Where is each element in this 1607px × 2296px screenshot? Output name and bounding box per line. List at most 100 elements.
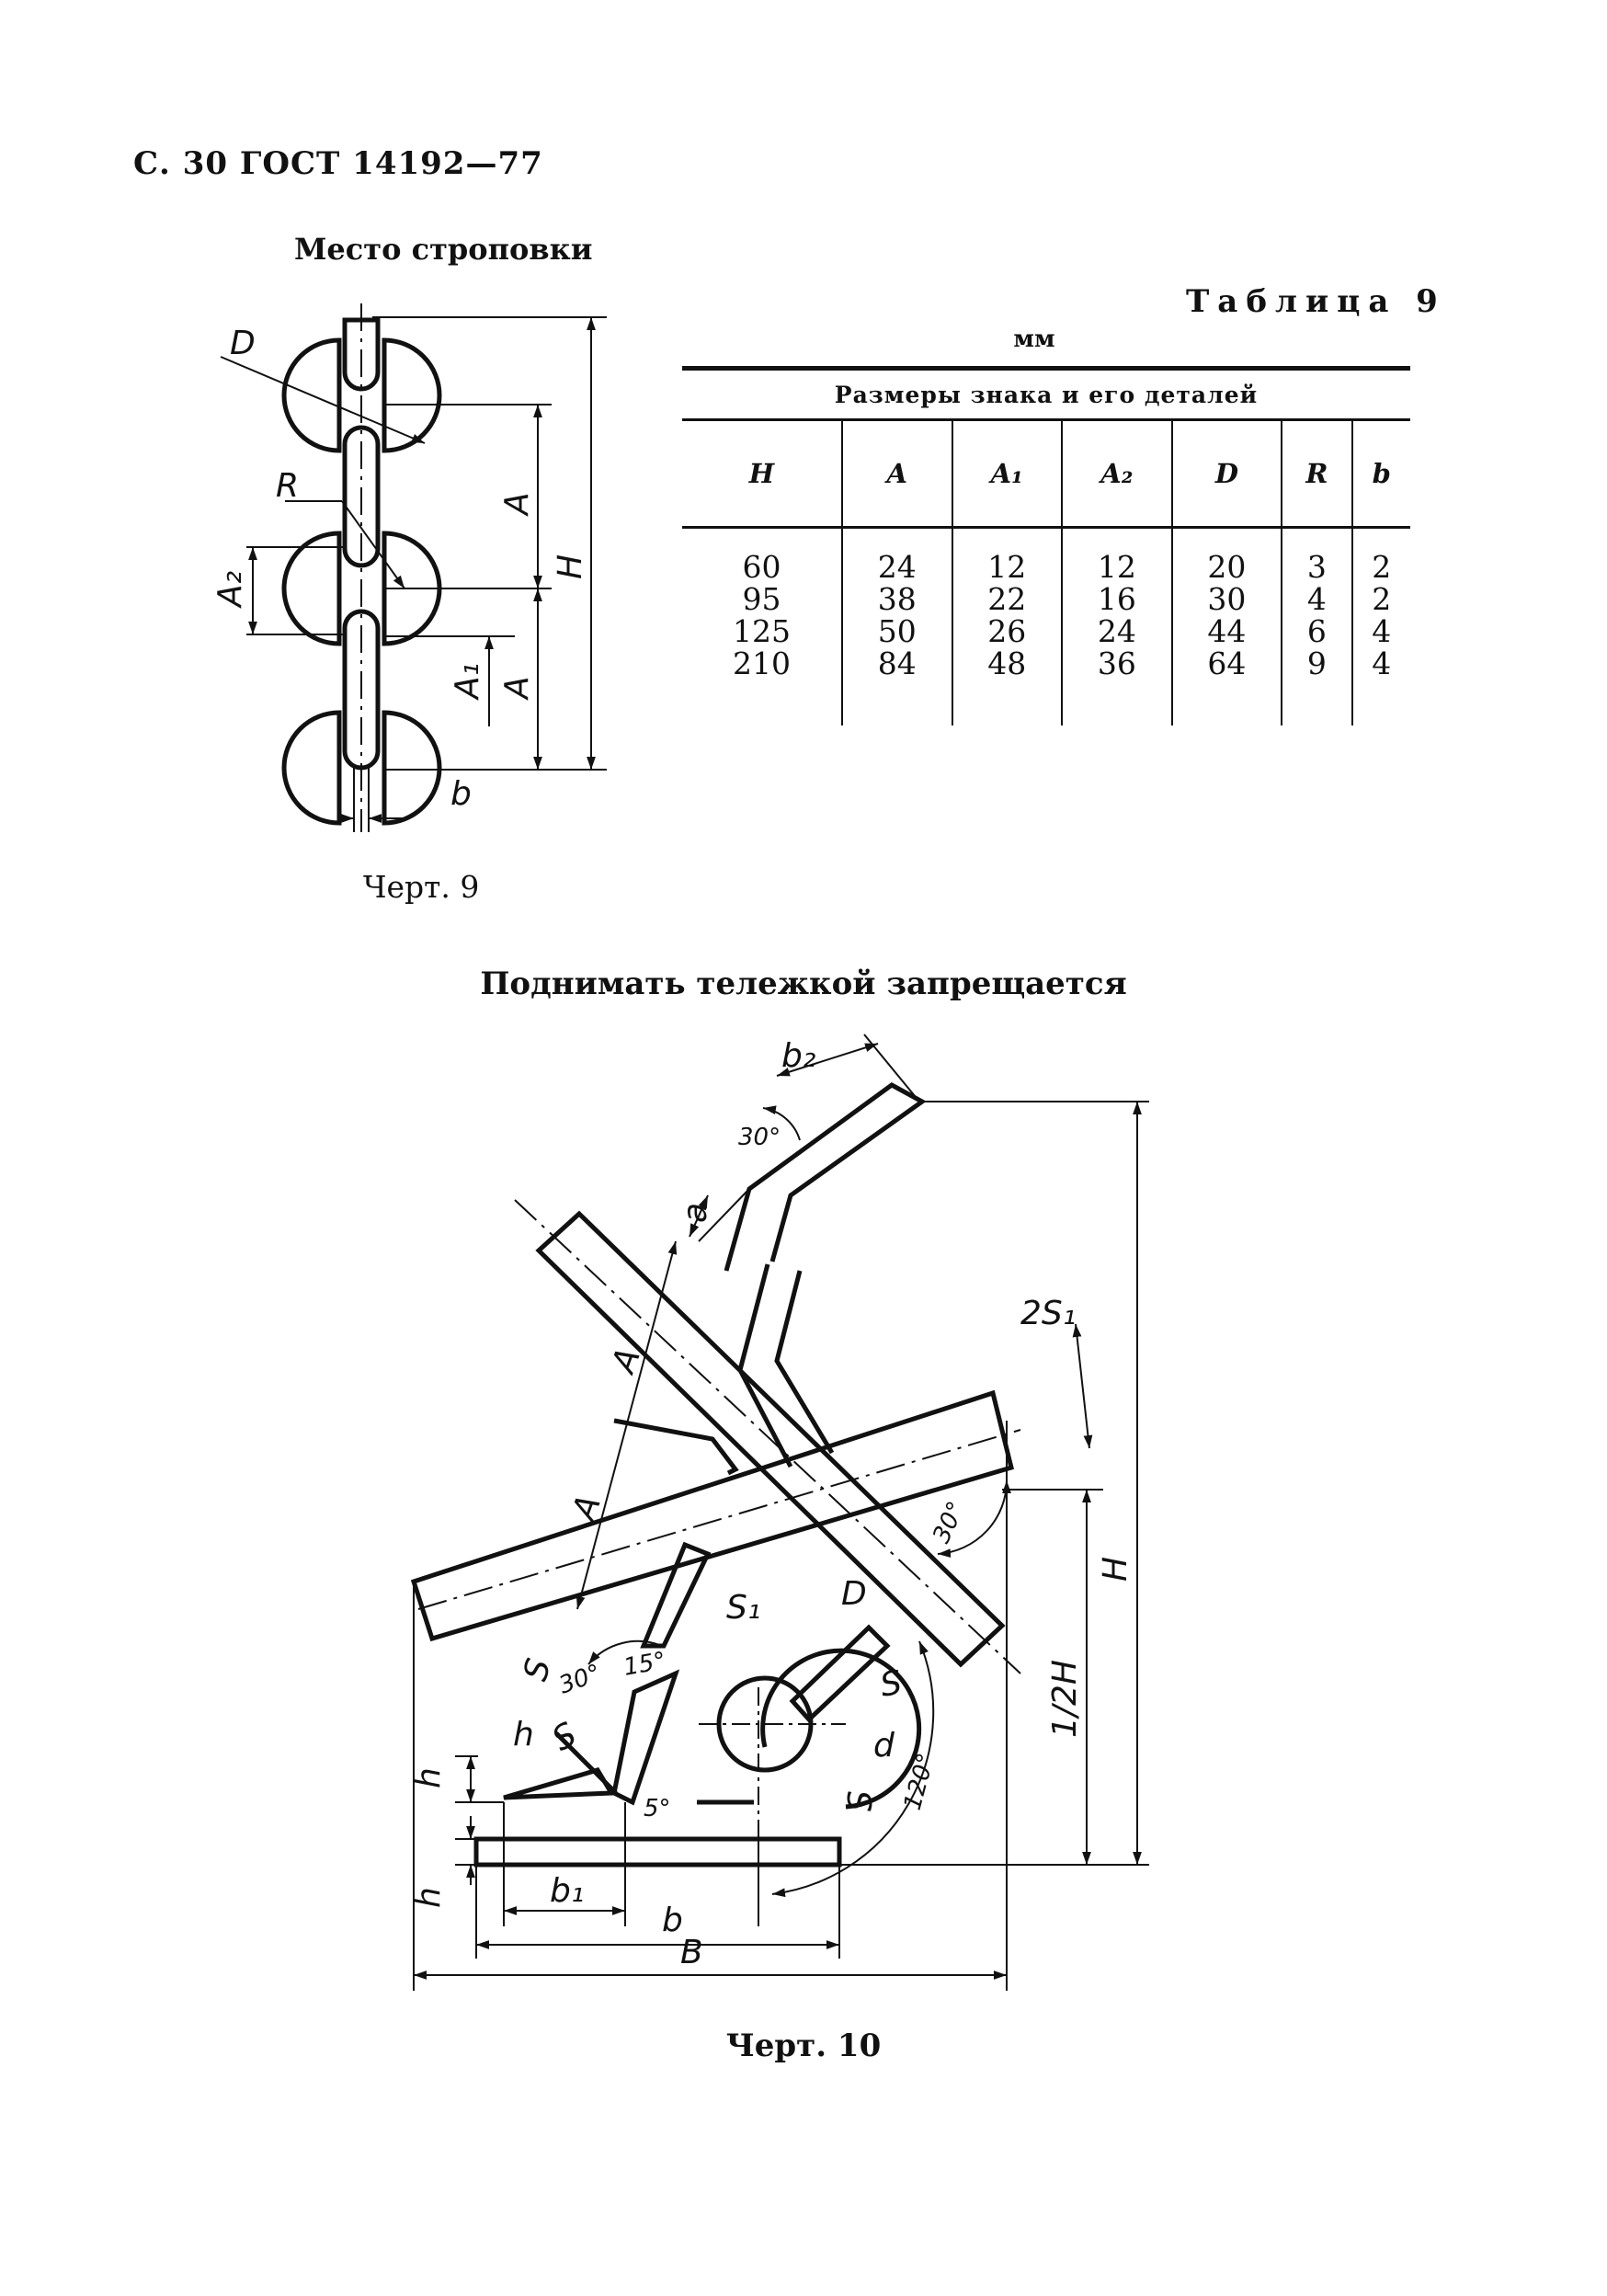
table-cell: 24 bbox=[840, 527, 952, 583]
base-platform bbox=[473, 1836, 842, 1868]
dimension-lines bbox=[414, 1043, 1142, 1980]
label-B: B bbox=[680, 1934, 703, 1971]
leader-line bbox=[341, 500, 405, 589]
table-cell: 30 bbox=[1170, 583, 1282, 615]
table-row: 95 38 22 16 30 4 2 bbox=[682, 583, 1410, 615]
handle bbox=[724, 1082, 927, 1272]
table-cell: 50 bbox=[840, 615, 952, 647]
label-H: H bbox=[1097, 1557, 1134, 1582]
column-header: H bbox=[682, 419, 842, 529]
diagonal-arm bbox=[535, 1210, 1006, 1668]
label-b1: b₁ bbox=[550, 1872, 584, 1910]
label-R: R bbox=[276, 467, 299, 505]
table-cell: 48 bbox=[951, 647, 1063, 725]
label-S: S bbox=[842, 1790, 880, 1811]
figure10-caption: Черт. 10 bbox=[725, 2028, 882, 2064]
table-cell: 125 bbox=[732, 613, 791, 649]
brace bbox=[554, 1731, 618, 1795]
table-group-header: Размеры знака и его деталей bbox=[682, 366, 1410, 421]
table-group-header-row: Размеры знака и его деталей bbox=[682, 366, 1410, 421]
label-angle: 30° bbox=[555, 1660, 605, 1700]
label-b: b bbox=[662, 1902, 683, 1939]
table-title: Таблица 9 bbox=[1186, 283, 1446, 320]
angle-arc bbox=[771, 1640, 935, 1898]
leader-line bbox=[220, 356, 426, 444]
figure9-labels: D R A₂ A A A₁ H b bbox=[211, 325, 589, 813]
label-A: A bbox=[564, 1491, 609, 1526]
handle-lower bbox=[737, 1263, 793, 1468]
label-D: D bbox=[841, 1575, 867, 1613]
angle-arc bbox=[762, 1105, 801, 1141]
table-cell: 44 bbox=[1170, 615, 1282, 647]
label-angle: 30° bbox=[928, 1498, 971, 1548]
label-h: h bbox=[410, 1767, 448, 1788]
column-header: A₂ bbox=[1061, 419, 1172, 529]
figure9-drawing bbox=[220, 303, 607, 832]
figure10-drawing bbox=[410, 1034, 1149, 1991]
table-cell: 2 bbox=[1351, 527, 1410, 583]
table-row: 125 50 26 24 44 6 4 bbox=[682, 615, 1410, 647]
column-header: b bbox=[1351, 419, 1410, 529]
label-b2: b₂ bbox=[781, 1037, 815, 1075]
column-header: D bbox=[1170, 419, 1282, 529]
label-b: b bbox=[450, 775, 472, 813]
angle-arc bbox=[587, 1639, 663, 1665]
extension-lines bbox=[246, 316, 607, 771]
label-angle: 15° bbox=[621, 1647, 668, 1682]
table-cell: 22 bbox=[951, 583, 1063, 615]
extension-lines bbox=[413, 1034, 1149, 1991]
figure9-caption: Черт. 9 bbox=[363, 869, 480, 905]
label-angle: 30° bbox=[738, 1124, 781, 1151]
center-line bbox=[417, 1429, 1021, 1610]
label-S: S bbox=[877, 1664, 905, 1705]
table-cell: 24 bbox=[1061, 615, 1172, 647]
table-cell: 210 bbox=[732, 645, 791, 681]
angle-arc bbox=[937, 1479, 1011, 1559]
table-cell: 4 bbox=[1351, 647, 1410, 725]
table9: Размеры знака и его деталей H A A₁ A₂ D … bbox=[682, 366, 1410, 725]
table-cell: 36 bbox=[1061, 647, 1172, 725]
figure9-title: Место строповки bbox=[294, 232, 593, 267]
table-cell: 26 bbox=[951, 615, 1063, 647]
label-A: A bbox=[498, 676, 536, 701]
column-header: R bbox=[1281, 419, 1352, 529]
table-cell: 95 bbox=[742, 581, 781, 617]
label-A: A bbox=[498, 492, 536, 517]
table-cell: 16 bbox=[1061, 583, 1172, 615]
label-half-H: 1/2H bbox=[1046, 1660, 1084, 1738]
table-column-header-row: H A A₁ A₂ D R b bbox=[682, 419, 1410, 529]
page-header: С. 30 ГОСТ 14192—77 bbox=[133, 145, 543, 182]
label-h: h bbox=[513, 1716, 534, 1753]
blade bbox=[611, 1669, 680, 1806]
label-A1: A₁ bbox=[449, 663, 486, 701]
table-cell: 64 bbox=[1170, 647, 1282, 725]
half-disks bbox=[281, 337, 442, 826]
label-S: S bbox=[517, 1655, 559, 1685]
table-cell: 20 bbox=[1170, 527, 1282, 583]
label-A2: A₂ bbox=[211, 571, 249, 609]
bar-s1 bbox=[640, 1541, 712, 1649]
label-H: H bbox=[552, 554, 589, 579]
table-cell: 4 bbox=[1281, 583, 1352, 615]
table-cell: 12 bbox=[1061, 527, 1172, 583]
column-header: A₁ bbox=[951, 419, 1063, 529]
table-cell: 3 bbox=[1281, 527, 1352, 583]
label-S1: S₁ bbox=[726, 1589, 760, 1627]
table-cell: 12 bbox=[951, 527, 1063, 583]
table-cell: 4 bbox=[1351, 615, 1410, 647]
label-angle: 5° bbox=[644, 1795, 671, 1822]
tilted-bar bbox=[410, 1389, 1015, 1642]
figure10-title: Поднимать тележкой запрещается bbox=[480, 965, 1127, 1002]
label-2S1: 2S₁ bbox=[1020, 1295, 1076, 1332]
table-units: мм bbox=[1013, 326, 1055, 353]
handle-lower bbox=[774, 1270, 835, 1455]
label-d: d bbox=[873, 1727, 895, 1765]
table-cell: 84 bbox=[840, 647, 952, 725]
table-row: 60 24 12 12 20 3 2 bbox=[682, 527, 1410, 583]
table-cell: 9 bbox=[1281, 647, 1352, 725]
label-angle: 120° bbox=[899, 1751, 940, 1813]
label-D: D bbox=[230, 325, 256, 362]
label-a: a bbox=[677, 1203, 714, 1223]
table-row: 210 84 48 36 64 9 4 bbox=[682, 647, 1410, 725]
